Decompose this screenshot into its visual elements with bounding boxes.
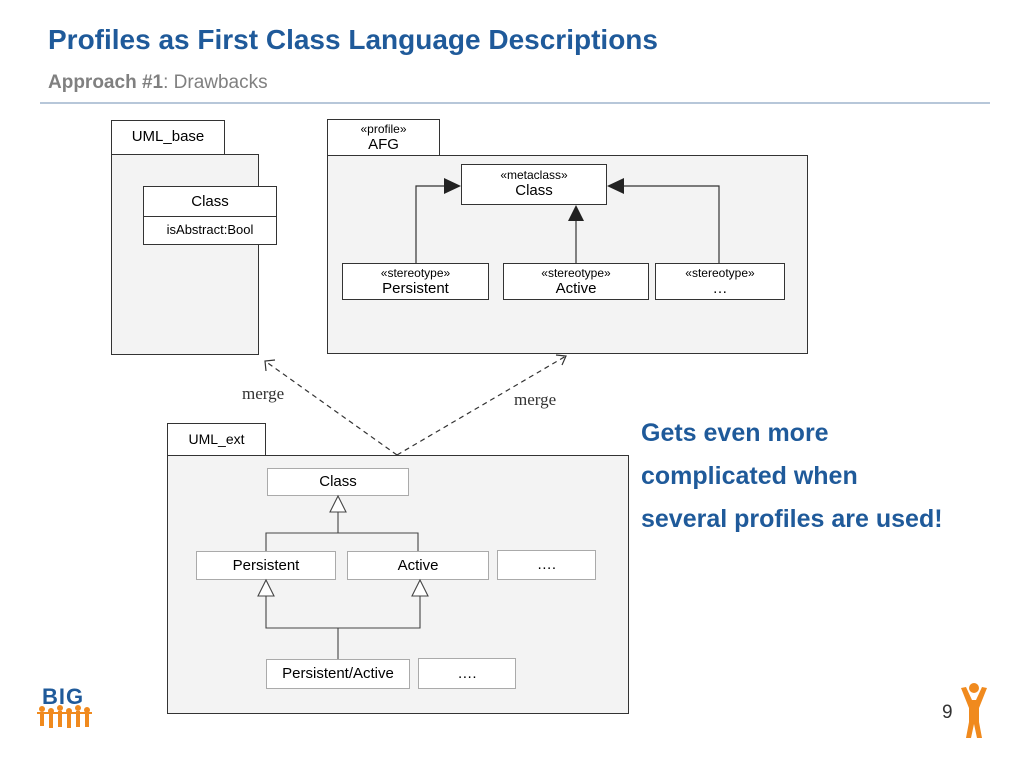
callout-line-3: several profiles are used! [641,505,943,533]
subtitle-approach: Approach #1 [48,72,164,93]
stereotype-persistent-keyword: «stereotype» [380,266,451,280]
extension-line-more [624,185,720,263]
generalization-line-persistent [265,532,338,551]
slide-subtitle: Approach #1: Drawbacks [48,72,268,94]
stereotype-more-name: … [712,280,728,297]
stereotype-active: «stereotype» Active [503,263,649,300]
merge-label-base: merge [242,384,285,403]
afg-profile-tab: «profile» AFG [327,119,440,156]
uml-base-tab: UML_base [111,120,225,155]
page-number: 9 [942,702,953,723]
merge-label-afg: merge [514,390,557,409]
afg-metaclass: «metaclass» Class [461,164,607,205]
uml-base-class: Class isAbstract:Bool [143,186,277,245]
uml-ext-more-1: …. [497,550,596,580]
uml-ext-tab: UML_ext [167,423,266,456]
generalization-arrowhead-persistent [257,578,275,597]
extension-arrowhead-active [568,205,584,221]
uml-ext-persistent-active: Persistent/Active [266,659,410,689]
callout-line-2: complicated when [641,462,858,490]
merge-arrowhead-afg [555,354,567,366]
big-logo-text: BIG [42,684,85,709]
generalization-line-combined-right [338,596,421,629]
generalization-line-active [338,532,419,551]
stereotype-persistent-name: Persistent [382,280,449,297]
uml-base-class-name: Class [144,187,276,217]
header-divider [40,102,990,104]
callout-text: Gets even more complicated when several … [641,412,1001,541]
stereotype-more-keyword: «stereotype» [685,266,755,280]
extension-arrowhead-right [607,178,624,194]
generalization-line-combined-left [265,596,339,659]
uml-ext-persistent: Persistent [196,551,336,580]
stereotype-active-keyword: «stereotype» [541,266,611,280]
big-logo-figures-icon [37,705,92,728]
uml-ext-class: Class [267,468,409,496]
merge-dependency-afg [396,355,567,456]
stereotype-persistent: «stereotype» Persistent [342,263,489,300]
subtitle-drawbacks: : Drawbacks [163,72,268,93]
generalization-arrowhead-class [329,494,347,513]
slide-title: Profiles as First Class Language Descrip… [48,24,658,55]
jumping-figure-icon [961,683,987,738]
extension-arrowhead-left [444,178,461,194]
afg-metaclass-stereotype: «metaclass» [500,168,568,182]
afg-profile-name: AFG [368,136,399,153]
extension-line-persistent [415,185,444,263]
stereotype-more: «stereotype» … [655,263,785,300]
generalization-arrowhead-active [411,578,429,597]
afg-profile-stereotype: «profile» [360,122,407,136]
merge-dependency-base [264,360,398,456]
afg-metaclass-name: Class [515,182,553,199]
stereotype-active-name: Active [555,280,597,297]
uml-ext-active: Active [347,551,489,580]
uml-ext-more-2: …. [418,658,516,689]
callout-line-1: Gets even more [641,419,829,447]
merge-arrowhead-base [264,359,276,372]
big-logo: BIG [36,684,100,740]
uml-base-class-attribute: isAbstract:Bool [166,222,254,237]
